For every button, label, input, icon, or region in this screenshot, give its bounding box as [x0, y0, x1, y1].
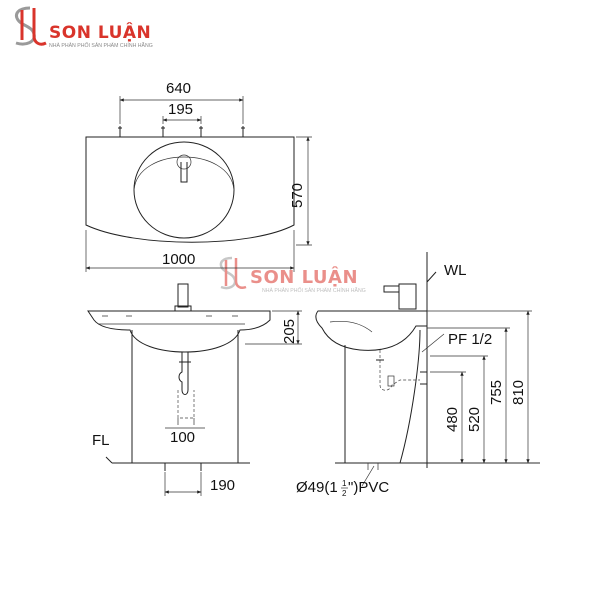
faucet-side — [398, 283, 417, 310]
dim-755: 755 — [488, 380, 505, 405]
drain-trap-side — [379, 350, 420, 391]
basin-top-outline — [85, 136, 295, 243]
wall-label: WL — [444, 262, 467, 279]
brand-name: SON LUẬN — [49, 21, 151, 43]
front-view: 100 FL 190 205 — [87, 283, 302, 496]
pipe-frac-den: 2 — [342, 489, 347, 498]
dim-195: 195 — [168, 101, 193, 118]
dim-640: 640 — [166, 80, 191, 97]
pipe-suffix: ")PVC — [348, 479, 389, 496]
pipe-label-main: Ø49(1 — [296, 479, 338, 496]
faucet-hole — [176, 154, 192, 170]
dim-205: 205 — [281, 319, 298, 344]
pedestal-side — [344, 329, 421, 464]
faucet-front — [177, 283, 189, 308]
dim-810: 810 — [510, 380, 527, 405]
top-view: 640 195 1000 570 — [85, 80, 312, 272]
dim-100: 100 — [170, 429, 195, 446]
dim-480: 480 — [444, 407, 461, 432]
watermark-tagline: NHÀ PHÂN PHỐI SẢN PHẨM CHÍNH HÃNG — [262, 287, 366, 294]
watermark: SON LUẬN NHÀ PHÂN PHỐI SẢN PHẨM CHÍNH HÃ… — [219, 256, 366, 294]
dim-570: 570 — [289, 183, 306, 208]
side-view: WL PF 1/2 Ø49(1 1 2 ")PVC — [296, 252, 540, 498]
brand-logo: SON LUẬN NHÀ PHÂN PHỐI SẢN PHẨM CHÍNH HÃ… — [15, 6, 153, 49]
dim-520: 520 — [466, 407, 483, 432]
basin-side-outline — [315, 310, 428, 351]
dim-190: 190 — [210, 477, 235, 494]
basin-front-outline — [87, 310, 271, 353]
floor-label: FL — [92, 432, 110, 449]
pipe-frac-num: 1 — [342, 479, 347, 488]
watermark-logo-mark — [219, 256, 247, 290]
watermark-name: SON LUẬN — [250, 266, 358, 288]
pipe-label: Ø49(1 — [296, 479, 338, 496]
drain-trap-front — [178, 352, 189, 395]
brand-logo-mark — [15, 6, 47, 46]
outlet-label: PF 1/2 — [448, 331, 492, 348]
bowl-outline — [133, 141, 235, 239]
dim-1000: 1000 — [162, 251, 195, 268]
mounting-bolts — [118, 126, 245, 137]
brand-tagline: NHÀ PHÂN PHỐI SẢN PHẨM CHÍNH HÃNG — [49, 42, 153, 49]
